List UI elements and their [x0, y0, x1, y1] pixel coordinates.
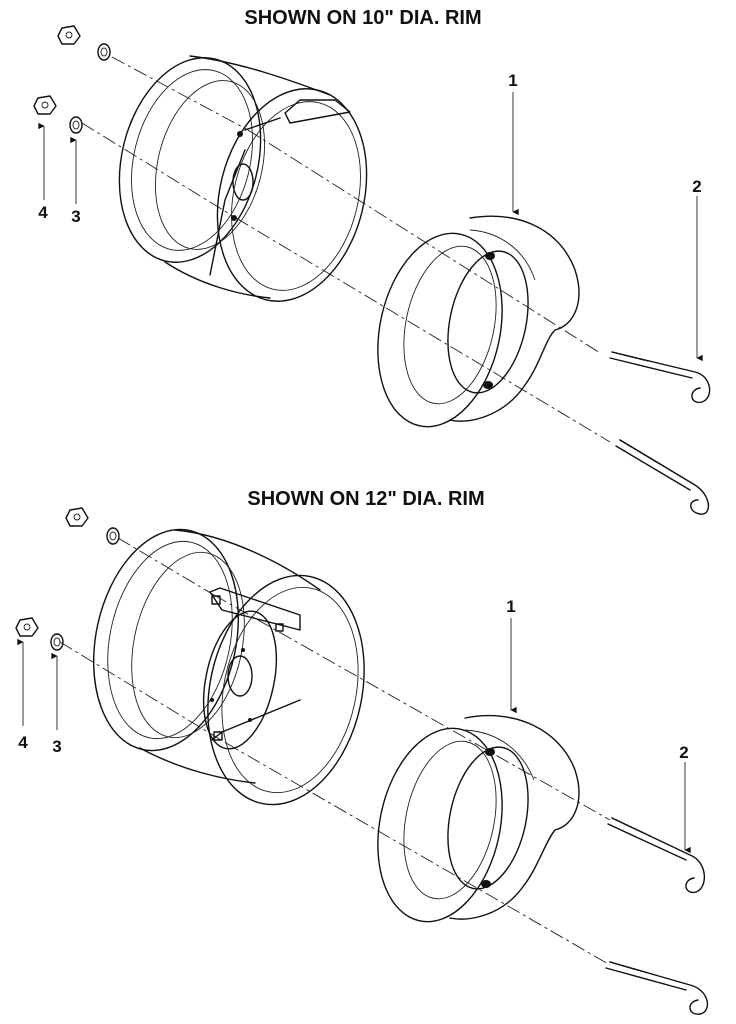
bottom-callout-3: 3	[52, 737, 61, 756]
top-section: SHOWN ON 10" DIA. RIM	[33, 7, 711, 515]
hex-nut-icon	[33, 25, 81, 115]
j-bolt-icon	[609, 351, 711, 515]
top-callout-2: 2	[692, 177, 701, 196]
top-callout-1: 1	[508, 71, 517, 90]
wheel-rim-icon	[118, 55, 368, 302]
top-callout-4: 4	[38, 203, 48, 222]
bottom-callout-4: 4	[18, 733, 28, 752]
top-callout-arrows	[38, 92, 703, 362]
hex-nut-icon	[15, 507, 89, 637]
top-section-title: SHOWN ON 10" DIA. RIM	[244, 7, 481, 29]
top-assembly-lines	[81, 56, 611, 443]
bottom-section-title: SHOWN ON 12" DIA. RIM	[247, 488, 484, 510]
lock-washer-icon	[50, 527, 120, 651]
bottom-assembly-lines	[59, 537, 611, 966]
bottom-callout-arrows	[17, 618, 691, 854]
wheel-weight-icon	[377, 714, 580, 923]
wheel-rim-icon	[92, 528, 365, 806]
bottom-section: SHOWN ON 12" DIA. RIM	[15, 488, 709, 1015]
bottom-callout-1: 1	[506, 597, 515, 616]
j-bolt-icon	[605, 817, 709, 1015]
top-callout-3: 3	[71, 207, 80, 226]
wheel-weight-icon	[377, 215, 580, 428]
bottom-callout-2: 2	[679, 743, 688, 762]
lock-washer-icon	[69, 43, 111, 134]
